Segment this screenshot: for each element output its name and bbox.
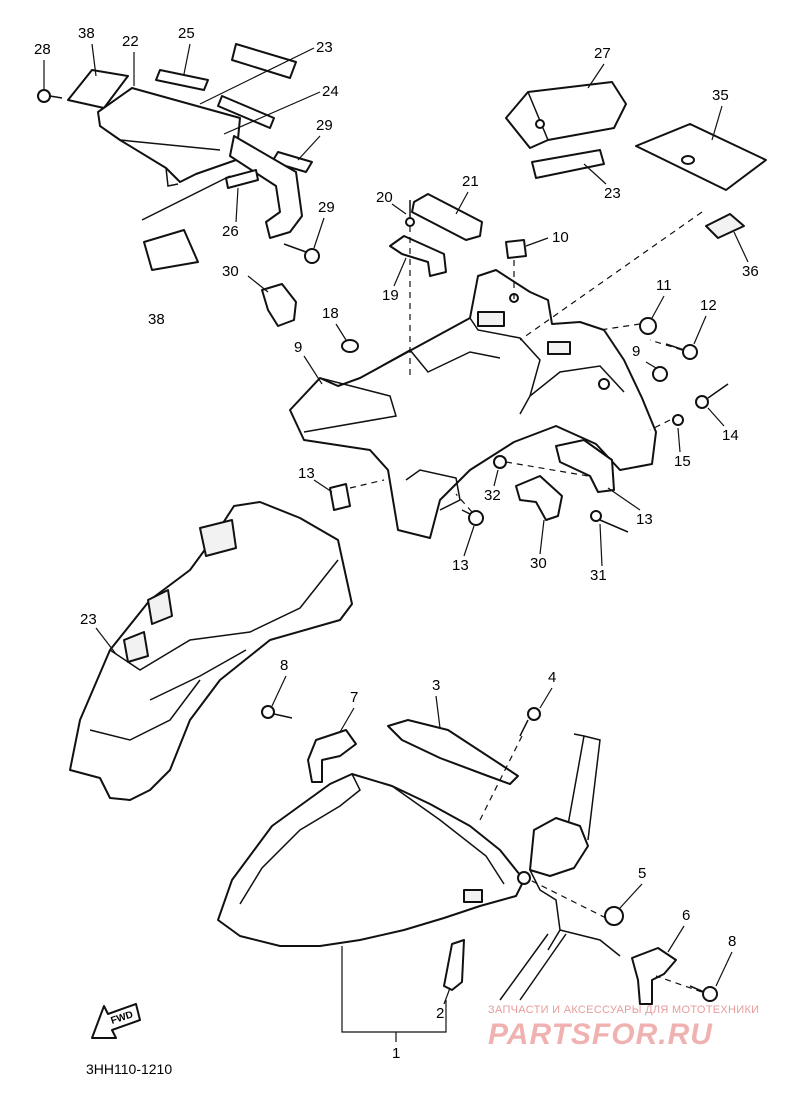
watermark-tagline: ЗАПЧАСТИ И АКСЕССУАРЫ ДЛЯ МОТОТЕХНИКИ: [488, 1004, 759, 1016]
callout-24: 22: [122, 33, 139, 50]
callout-31: 29: [316, 117, 333, 134]
decal-2: [443, 939, 465, 991]
callout-2: 2: [436, 1005, 444, 1022]
pin-28: [225, 169, 259, 189]
front-fender-1: [217, 773, 525, 947]
cap-5: [604, 906, 624, 926]
bracket-33: [261, 283, 297, 327]
callout-21: 21: [462, 173, 479, 190]
clip-14: [329, 483, 351, 511]
callout-18: 19: [382, 287, 399, 304]
callout-29: 27: [594, 45, 611, 62]
decal-25: [231, 43, 297, 79]
tail-cowl-24: [97, 87, 241, 183]
callout-6: 6: [682, 907, 690, 924]
dashed-leaders: [349, 211, 703, 993]
callout-27: 25: [178, 25, 195, 42]
callout-8: 8: [280, 657, 288, 674]
brace-3: [387, 719, 519, 785]
callout-30b: 29: [318, 199, 335, 216]
grommet-11: [505, 239, 527, 259]
callout-20: 18: [322, 305, 339, 322]
plate-36: [635, 123, 767, 191]
callout-12: 11: [656, 277, 672, 294]
bolt-8-upper: [261, 705, 293, 719]
bolt-8-lower: [689, 985, 718, 1002]
bolt-10: [652, 366, 668, 382]
bracket-18: [389, 235, 447, 277]
bolt-13-lower: [461, 509, 484, 526]
callout-26: 24: [322, 83, 339, 100]
top-right-group: [261, 81, 767, 353]
bracket-15: [555, 439, 615, 493]
washer-35: [493, 455, 507, 469]
bracket-32: [515, 475, 563, 521]
strip-26: [217, 95, 275, 129]
callout-28: 26: [222, 223, 239, 240]
callout-14: 13: [298, 465, 315, 482]
fwd-arrow-icon: FWD: [91, 1003, 141, 1039]
inner-fender-23: [69, 501, 353, 801]
callout-33: 30: [222, 263, 239, 280]
callout-37: 36: [742, 263, 759, 280]
callout-16: 14: [722, 427, 739, 444]
callout-3: 3: [432, 677, 440, 694]
callout-17: 15: [674, 453, 691, 470]
rear-fender-9: [289, 269, 657, 539]
callout-5: 5: [638, 865, 646, 882]
fork-tube: [565, 733, 601, 841]
drawing-code: 3HH110-1210: [86, 1061, 172, 1077]
callout-4: 4: [548, 669, 556, 686]
callout-13b: 13: [452, 557, 469, 574]
callout-11: 10: [552, 229, 569, 246]
callout-25: 23: [316, 39, 333, 56]
screw-34: [590, 510, 629, 533]
callout-32: 30: [530, 555, 547, 572]
strap-21: [411, 193, 483, 241]
bracket-6: [631, 947, 677, 1005]
front-fender-group: [217, 705, 718, 1005]
strip-27: [155, 69, 209, 91]
pad-29: [505, 81, 627, 149]
rear-hardware: [329, 317, 729, 533]
callout-13: 12: [700, 297, 717, 314]
grommet-20: [341, 339, 359, 353]
bolt-13-right: [665, 343, 698, 360]
callout-9: 9: [294, 339, 302, 356]
bolt-30-lower: [283, 243, 320, 264]
pad-38-upper: [67, 69, 129, 109]
bolt-30-upper: [37, 89, 63, 103]
bracket-7: [307, 729, 357, 783]
washer-17: [672, 414, 684, 426]
callout-15: 13: [636, 511, 653, 528]
callout-22: 23: [604, 185, 621, 202]
callout-35: 32: [484, 487, 501, 504]
callout-8b: 8: [728, 933, 736, 950]
callout-38: 38: [78, 25, 95, 42]
nut-12: [639, 317, 657, 335]
callout-34: 31: [590, 567, 607, 584]
callout-10: 9: [632, 343, 640, 360]
callouts: 28 38 22 25 23 24 29 29 26 38 30 18 9 20…: [34, 25, 759, 1062]
pad-22: [531, 149, 605, 179]
callout-36: 35: [712, 87, 729, 104]
callout-30: 28: [34, 41, 51, 58]
callout-23: 23: [80, 611, 97, 628]
watermark-brand: PARTSFOR.RU: [488, 1018, 713, 1051]
bolt-16: [695, 383, 729, 409]
callout-38b: 38: [148, 311, 165, 328]
bolt-4: [519, 707, 541, 737]
pad-38-lower: [143, 229, 199, 271]
reflector-37: [705, 213, 745, 239]
tail-cowl-group: [37, 43, 320, 271]
callout-19: 20: [376, 189, 393, 206]
watermark: ЗАПЧАСТИ И АКСЕССУАРЫ ДЛЯ МОТОТЕХНИКИ PA…: [488, 1004, 759, 1051]
callout-1: 1: [392, 1045, 400, 1062]
callout-7: 7: [350, 689, 358, 706]
